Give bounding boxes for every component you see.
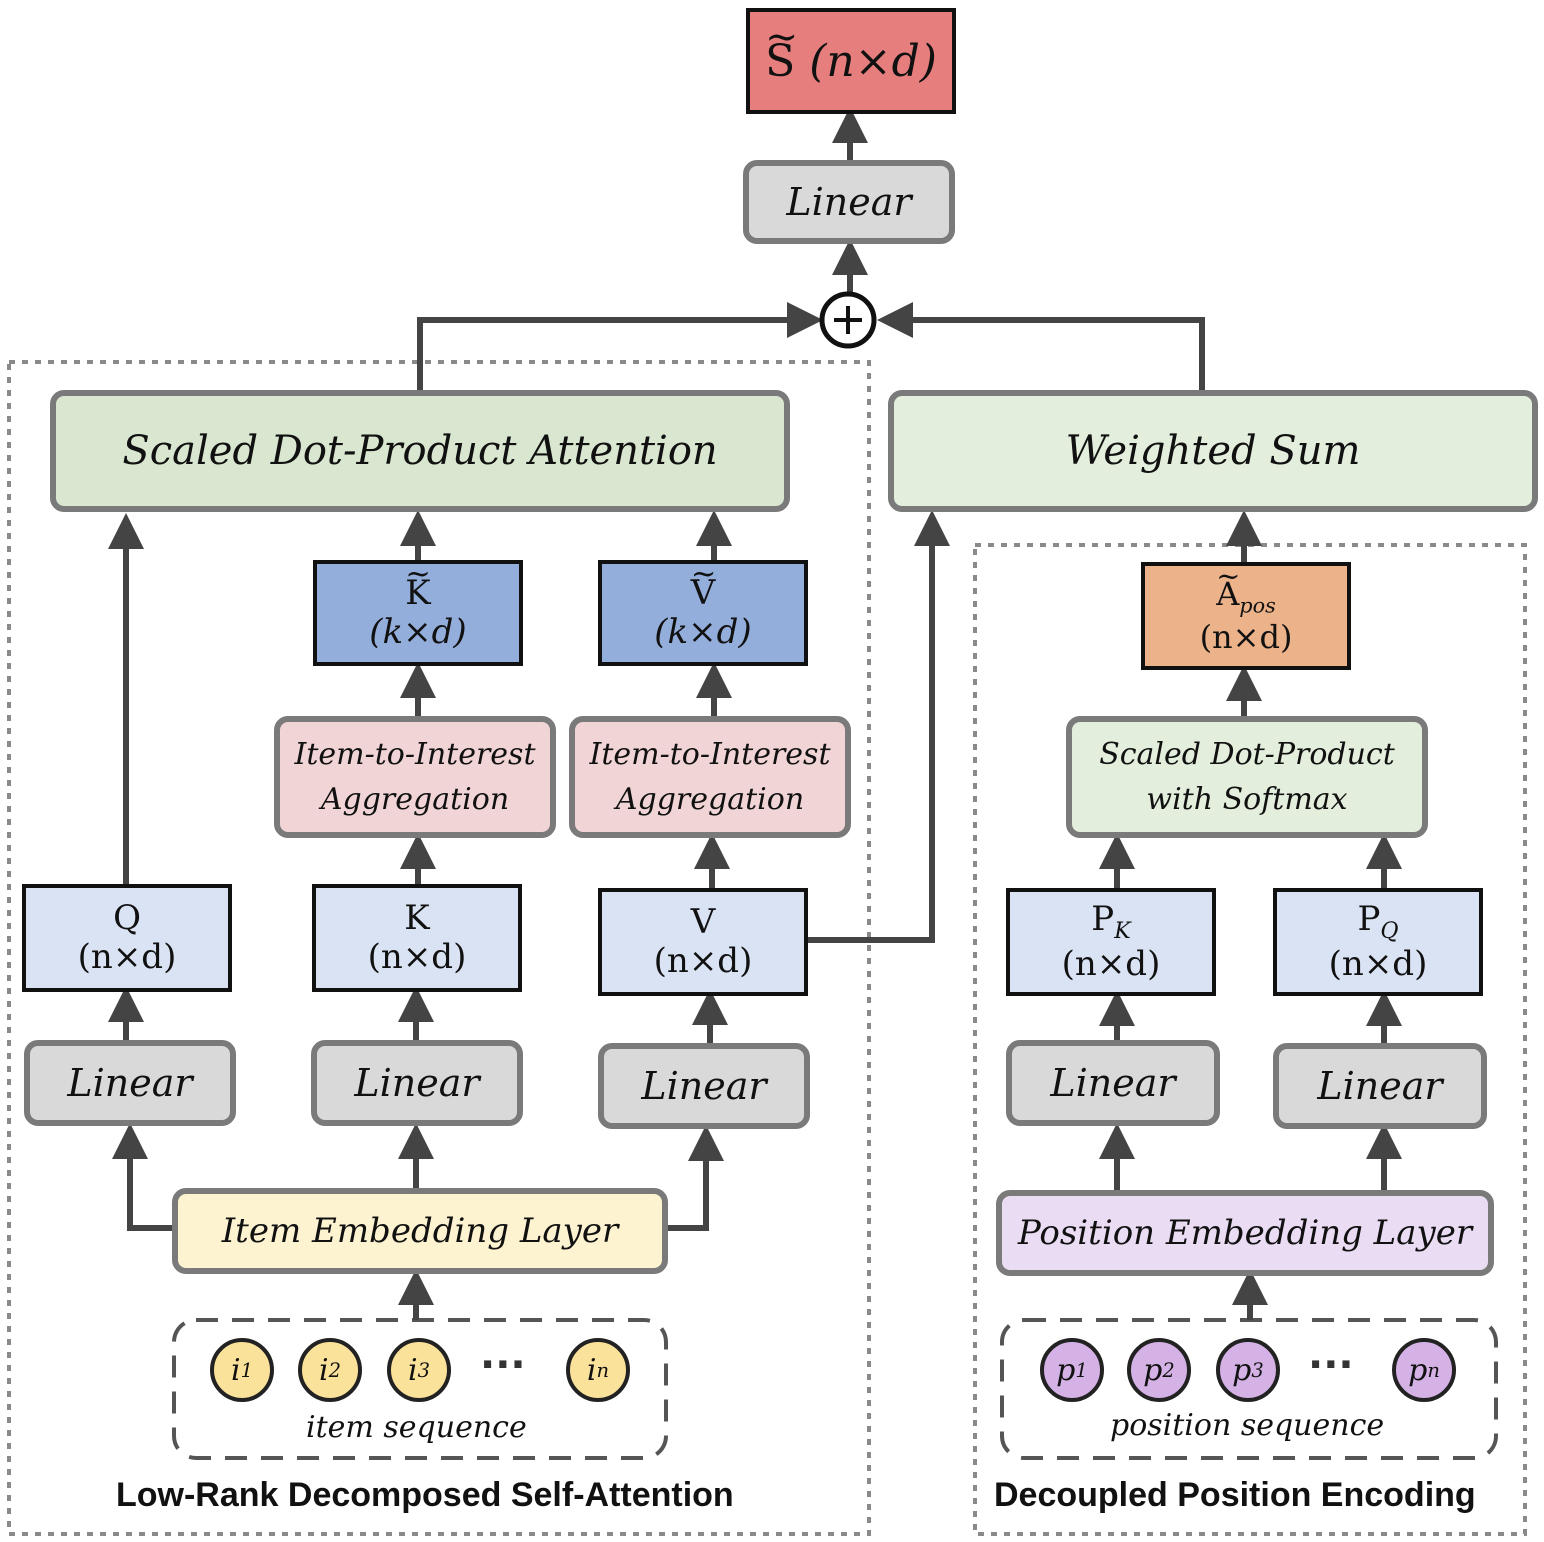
item-to-interest-aggregation-k: Item-to-Interest Aggregation bbox=[274, 716, 556, 838]
linear-v: Linear bbox=[598, 1043, 810, 1129]
item-sequence-frame bbox=[172, 1318, 668, 1460]
item-sequence-label: item sequence bbox=[306, 1410, 527, 1445]
linear-k: Linear bbox=[311, 1040, 523, 1126]
item-to-interest-aggregation-v: Item-to-Interest Aggregation bbox=[569, 716, 851, 838]
v-matrix: V (n×d) bbox=[598, 888, 808, 996]
arrow-v-to-wsum bbox=[808, 510, 950, 943]
pq-matrix: PQ (n×d) bbox=[1273, 888, 1483, 996]
arrow-emb-to-linv bbox=[666, 1125, 724, 1231]
weighted-sum: Weighted Sum bbox=[888, 390, 1538, 512]
position-embedding-layer: Position Embedding Layer bbox=[996, 1190, 1494, 1276]
linear-pq: Linear bbox=[1273, 1043, 1487, 1129]
a-pos-matrix: Apos (n×d) bbox=[1141, 559, 1351, 670]
scaled-dot-product-attention: Scaled Dot-Product Attention bbox=[50, 390, 790, 512]
position-ellipsis: ··· bbox=[1308, 1342, 1354, 1388]
left-section-title: Low-Rank Decomposed Self-Attention bbox=[116, 1476, 734, 1514]
q-matrix: Q (n×d) bbox=[22, 884, 232, 992]
right-section-title: Decoupled Position Encoding bbox=[994, 1476, 1476, 1514]
arrow-emb-to-linq bbox=[112, 1123, 174, 1231]
k-matrix: K (n×d) bbox=[312, 884, 522, 992]
item-ellipsis: ··· bbox=[480, 1342, 526, 1388]
position-sequence-label: position sequence bbox=[1110, 1408, 1385, 1443]
scaled-dot-product-softmax: Scaled Dot-Product with Softmax bbox=[1066, 716, 1428, 838]
pk-matrix: PK (n×d) bbox=[1006, 888, 1216, 996]
left-section-frame bbox=[7, 360, 871, 1536]
output-matrix: S (n×d) bbox=[746, 8, 956, 114]
item-embedding-layer: Item Embedding Layer bbox=[172, 1188, 668, 1274]
linear-q: Linear bbox=[24, 1040, 236, 1126]
top-linear: Linear bbox=[743, 160, 955, 244]
v-tilde-matrix: V (k×d) bbox=[598, 557, 808, 666]
arrow-sdpa-to-plus bbox=[417, 302, 823, 392]
k-tilde-matrix: K (k×d) bbox=[313, 557, 523, 666]
arrow-wsum-to-plus bbox=[877, 302, 1205, 392]
linear-pk: Linear bbox=[1006, 1040, 1220, 1126]
